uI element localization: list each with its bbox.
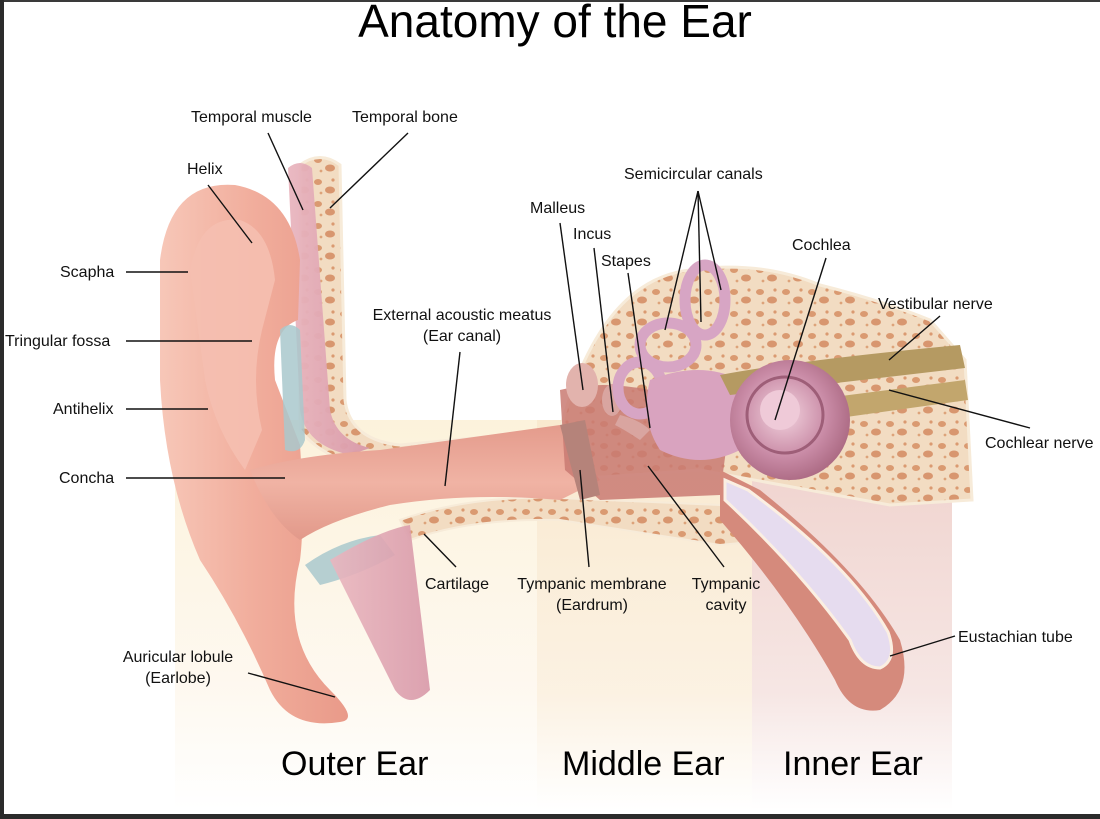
label-tympanic-cavity-line1: Tympanic <box>691 576 761 593</box>
label-malleus: Malleus <box>530 200 586 217</box>
label-tympanic-membrane: Tympanic membrane (Eardrum) <box>508 574 676 616</box>
label-vestibular-nerve: Vestibular nerve <box>878 296 993 313</box>
label-ear-canal-line1: External acoustic meatus <box>372 307 552 324</box>
label-auricular-lobule-line2: (Earlobe) <box>145 670 211 687</box>
label-tympanic-membrane-line1: Tympanic membrane <box>517 576 667 593</box>
diagram-title: Anatomy of the Ear <box>358 0 752 47</box>
label-incus: Incus <box>573 226 612 243</box>
label-helix: Helix <box>187 161 223 178</box>
label-ear-canal-line2: (Ear canal) <box>422 328 502 345</box>
label-cochlea: Cochlea <box>792 237 851 254</box>
label-ear-canal: External acoustic meatus (Ear canal) <box>362 305 562 347</box>
label-tympanic-membrane-line2: (Eardrum) <box>555 597 628 614</box>
window-left-border <box>0 0 4 819</box>
label-temporal-muscle: Temporal muscle <box>191 109 312 126</box>
label-eustachian-tube: Eustachian tube <box>958 629 1073 646</box>
section-label-outer-ear: Outer Ear <box>281 745 429 783</box>
label-temporal-bone: Temporal bone <box>352 109 458 126</box>
label-triangular-fossa: Tringular fossa <box>5 333 111 350</box>
label-semicircular-canals: Semicircular canals <box>624 166 763 183</box>
label-auricular-lobule: Auricular lobule (Earlobe) <box>112 647 244 689</box>
label-scapha: Scapha <box>60 264 115 281</box>
label-tympanic-cavity-line2: cavity <box>705 597 747 614</box>
label-cartilage: Cartilage <box>425 576 490 593</box>
label-tympanic-cavity: Tympanic cavity <box>684 574 768 616</box>
window-bottom-border <box>0 814 1100 819</box>
label-concha: Concha <box>59 470 115 487</box>
label-cochlear-nerve: Cochlear nerve <box>985 435 1094 452</box>
window-top-border <box>0 0 1100 2</box>
label-stapes: Stapes <box>601 253 651 270</box>
label-auricular-lobule-line1: Auricular lobule <box>122 649 234 666</box>
section-label-middle-ear: Middle Ear <box>562 745 725 783</box>
label-antihelix: Antihelix <box>53 401 114 418</box>
section-label-inner-ear: Inner Ear <box>783 745 923 783</box>
